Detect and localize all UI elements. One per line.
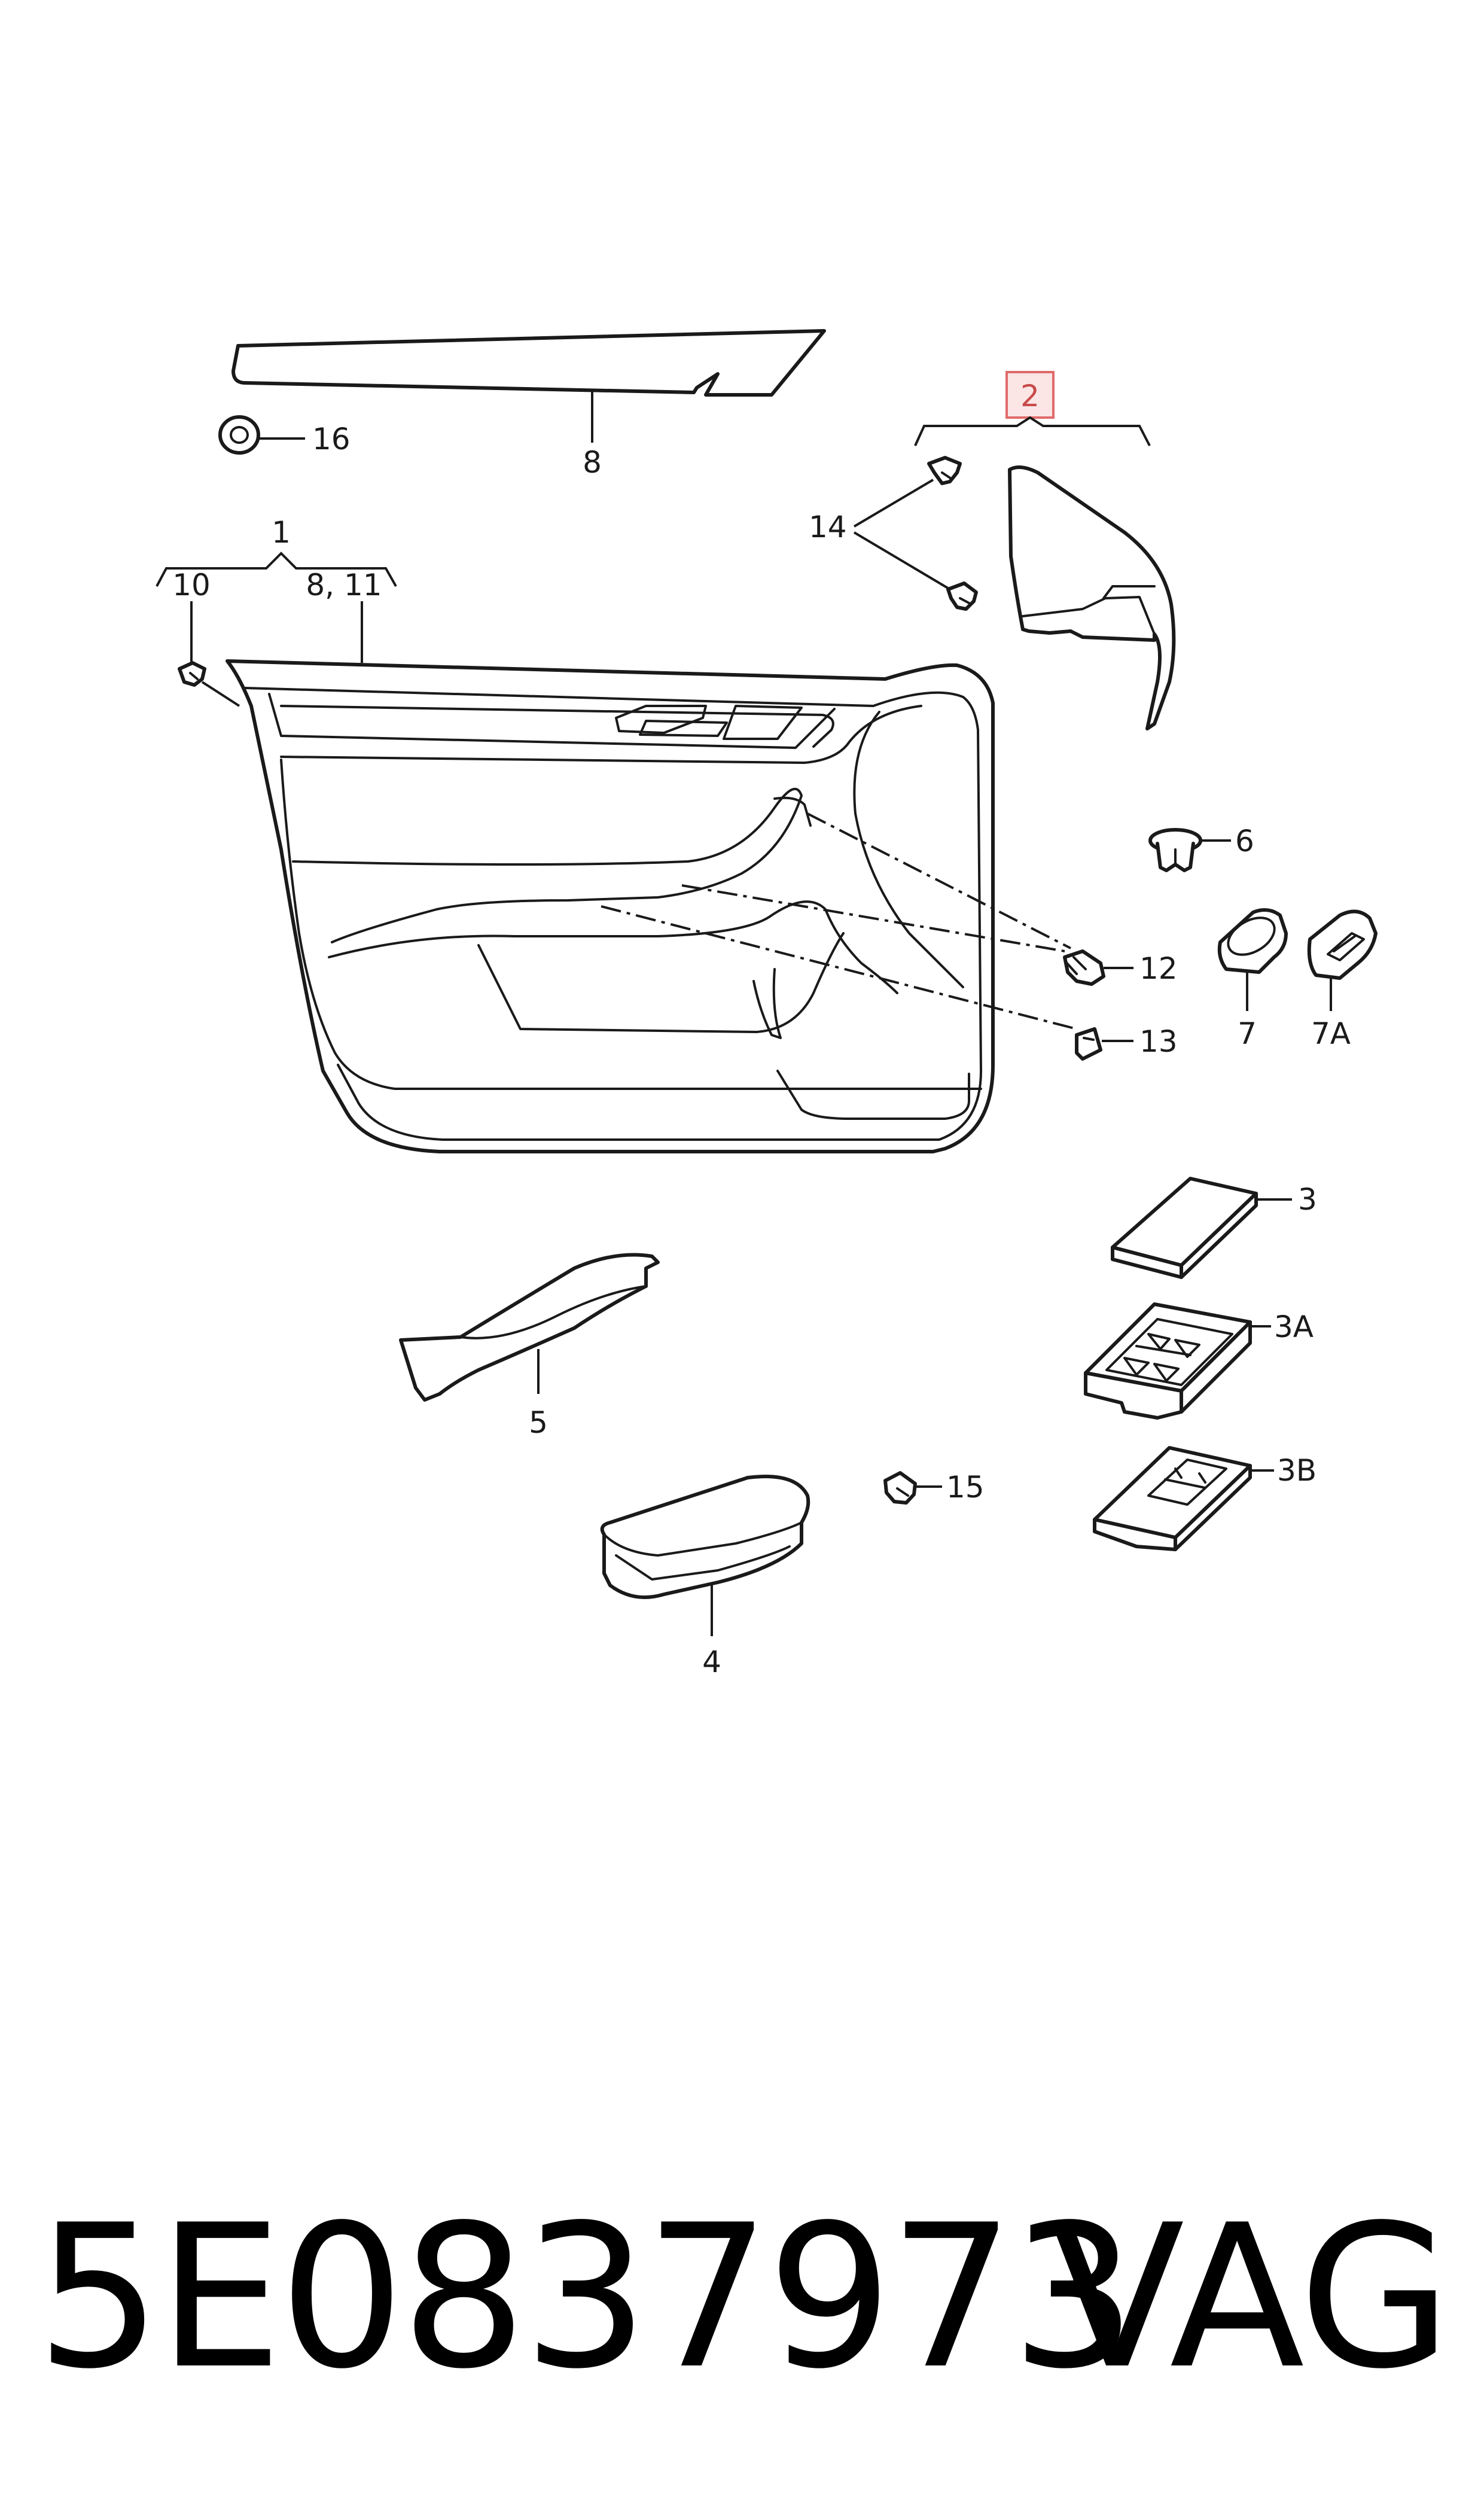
part-3b-window-switch: [1093, 1446, 1252, 1551]
callout-7a: 7A: [1311, 1016, 1351, 1051]
callout-3b: 3B: [1277, 1453, 1317, 1488]
part-5-handle-trim: [399, 1253, 660, 1402]
callout-2: 2: [1020, 379, 1040, 413]
callout-12: 12: [1139, 951, 1178, 986]
leader-14a: [853, 479, 934, 528]
brand-name: VAG: [1049, 2182, 1452, 2412]
callout-1-group: 1 10 8, 11: [156, 515, 397, 664]
footer: 5E0837973 VAG: [0, 2178, 1484, 2453]
assembly-line-3: [601, 905, 1077, 1030]
part-15-clip: [883, 1471, 917, 1505]
callout-7: 7: [1238, 1016, 1257, 1051]
callout-13: 13: [1139, 1024, 1178, 1059]
part-1-door-panel: [226, 659, 995, 1153]
part-number: 5E0837973: [36, 2182, 1136, 2412]
callout-3a: 3A: [1274, 1310, 1314, 1344]
part-14-rivet-a: [927, 456, 962, 485]
callout-2-group: 2: [914, 371, 1151, 446]
callout-10: 10: [172, 568, 211, 602]
part-3a-window-switch: [1084, 1302, 1252, 1420]
callout-6: 6: [1235, 824, 1254, 858]
assembly-line-1: [807, 812, 1071, 949]
assembly-line-2: [681, 884, 1065, 952]
callout-1: 1: [272, 515, 291, 550]
callout-3: 3: [1298, 1182, 1317, 1217]
part-7a-switch-bezel: [1307, 909, 1378, 980]
leader-14b: [853, 531, 951, 590]
part-8-trim-strip: [231, 329, 826, 397]
part-7-switch-bezel: [1217, 908, 1288, 974]
callout-15: 15: [946, 1470, 985, 1505]
part-12-screw: [1063, 949, 1105, 986]
part-14-rivet-b: [946, 581, 978, 611]
callout-5: 5: [529, 1405, 548, 1440]
part-3-switch-blank: [1111, 1177, 1258, 1279]
part-4-armrest-pad: [600, 1475, 810, 1599]
callout-16: 16: [312, 422, 351, 456]
part-6-push-clip: [1148, 828, 1202, 872]
callout-4: 4: [702, 1645, 721, 1679]
callout-8-11: 8, 11: [306, 568, 382, 602]
part-10-clip: [178, 661, 240, 707]
part-16-clip: [218, 415, 260, 455]
part-2-triangle-cover: [1008, 465, 1176, 730]
callout-14: 14: [809, 510, 847, 544]
highlight-box: [1005, 371, 1055, 419]
callout-8: 8: [583, 445, 602, 480]
part-13-clip: [1075, 1027, 1102, 1061]
